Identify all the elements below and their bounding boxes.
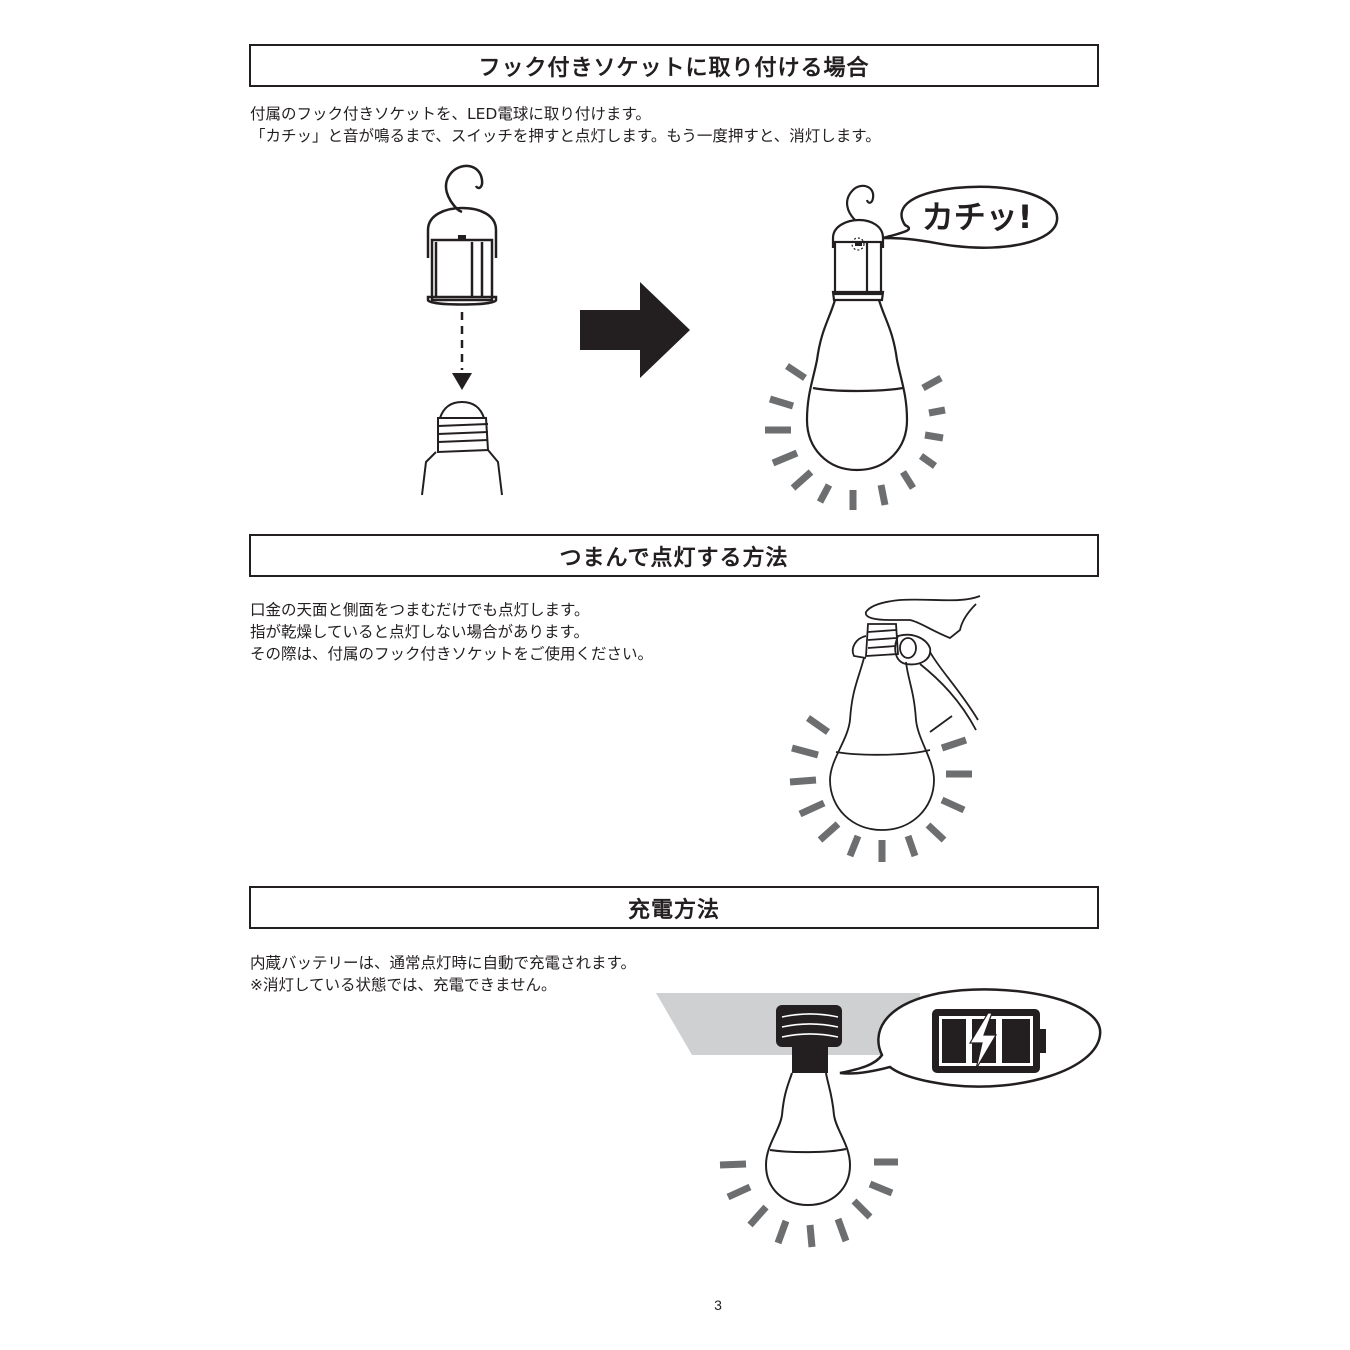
hand-pinching-bulb-icon bbox=[789, 595, 981, 862]
text-line: 口金の天面と側面をつまむだけでも点灯します。 bbox=[250, 601, 590, 619]
ceiling-socket-icon bbox=[776, 1005, 842, 1073]
lit-bulb-with-hook-icon: カチッ! bbox=[765, 184, 1059, 510]
text-line: ※消灯している状態では、充電できません。 bbox=[250, 976, 557, 994]
hook-socket-icon bbox=[421, 164, 503, 496]
section-header-charging: 充電方法 bbox=[249, 886, 1099, 929]
section-header-hook-socket: フック付きソケットに取り付ける場合 bbox=[249, 44, 1099, 87]
text-line: 付属のフック付きソケットを、LED電球に取り付けます。 bbox=[250, 105, 651, 123]
section-header-pinch: つまんで点灯する方法 bbox=[249, 534, 1099, 577]
page-number: 3 bbox=[714, 1297, 722, 1313]
right-arrow-icon bbox=[580, 282, 690, 378]
section-text-charging: 内蔵バッテリーは、通常点灯時に自動で充電されます。 ※消灯している状態では、充電… bbox=[250, 952, 636, 996]
text-line: その際は、付属のフック付きソケットをご使用ください。 bbox=[250, 645, 654, 663]
text-line: 「カチッ」と音が鳴るまで、スイッチを押すと点灯します。もう一度押すと、消灯します… bbox=[250, 127, 881, 145]
section-text-hook-socket: 付属のフック付きソケットを、LED電球に取り付けます。 「カチッ」と音が鳴るまで… bbox=[250, 103, 881, 147]
text-line: 内蔵バッテリーは、通常点灯時に自動で充電されます。 bbox=[250, 954, 636, 972]
section-title: フック付きソケットに取り付ける場合 bbox=[478, 55, 870, 81]
section-title: つまんで点灯する方法 bbox=[559, 545, 789, 571]
battery-charging-icon bbox=[932, 1009, 1046, 1073]
charging-illustration bbox=[656, 988, 1102, 1248]
click-callout-text: カチッ! bbox=[922, 198, 1033, 236]
lit-bulb-icon bbox=[764, 1072, 852, 1207]
section-title: 充電方法 bbox=[627, 897, 720, 923]
section-text-pinch: 口金の天面と側面をつまむだけでも点灯します。 指が乾燥していると点灯しない場合が… bbox=[250, 599, 653, 665]
text-line: 指が乾燥していると点灯しない場合があります。 bbox=[250, 623, 589, 641]
